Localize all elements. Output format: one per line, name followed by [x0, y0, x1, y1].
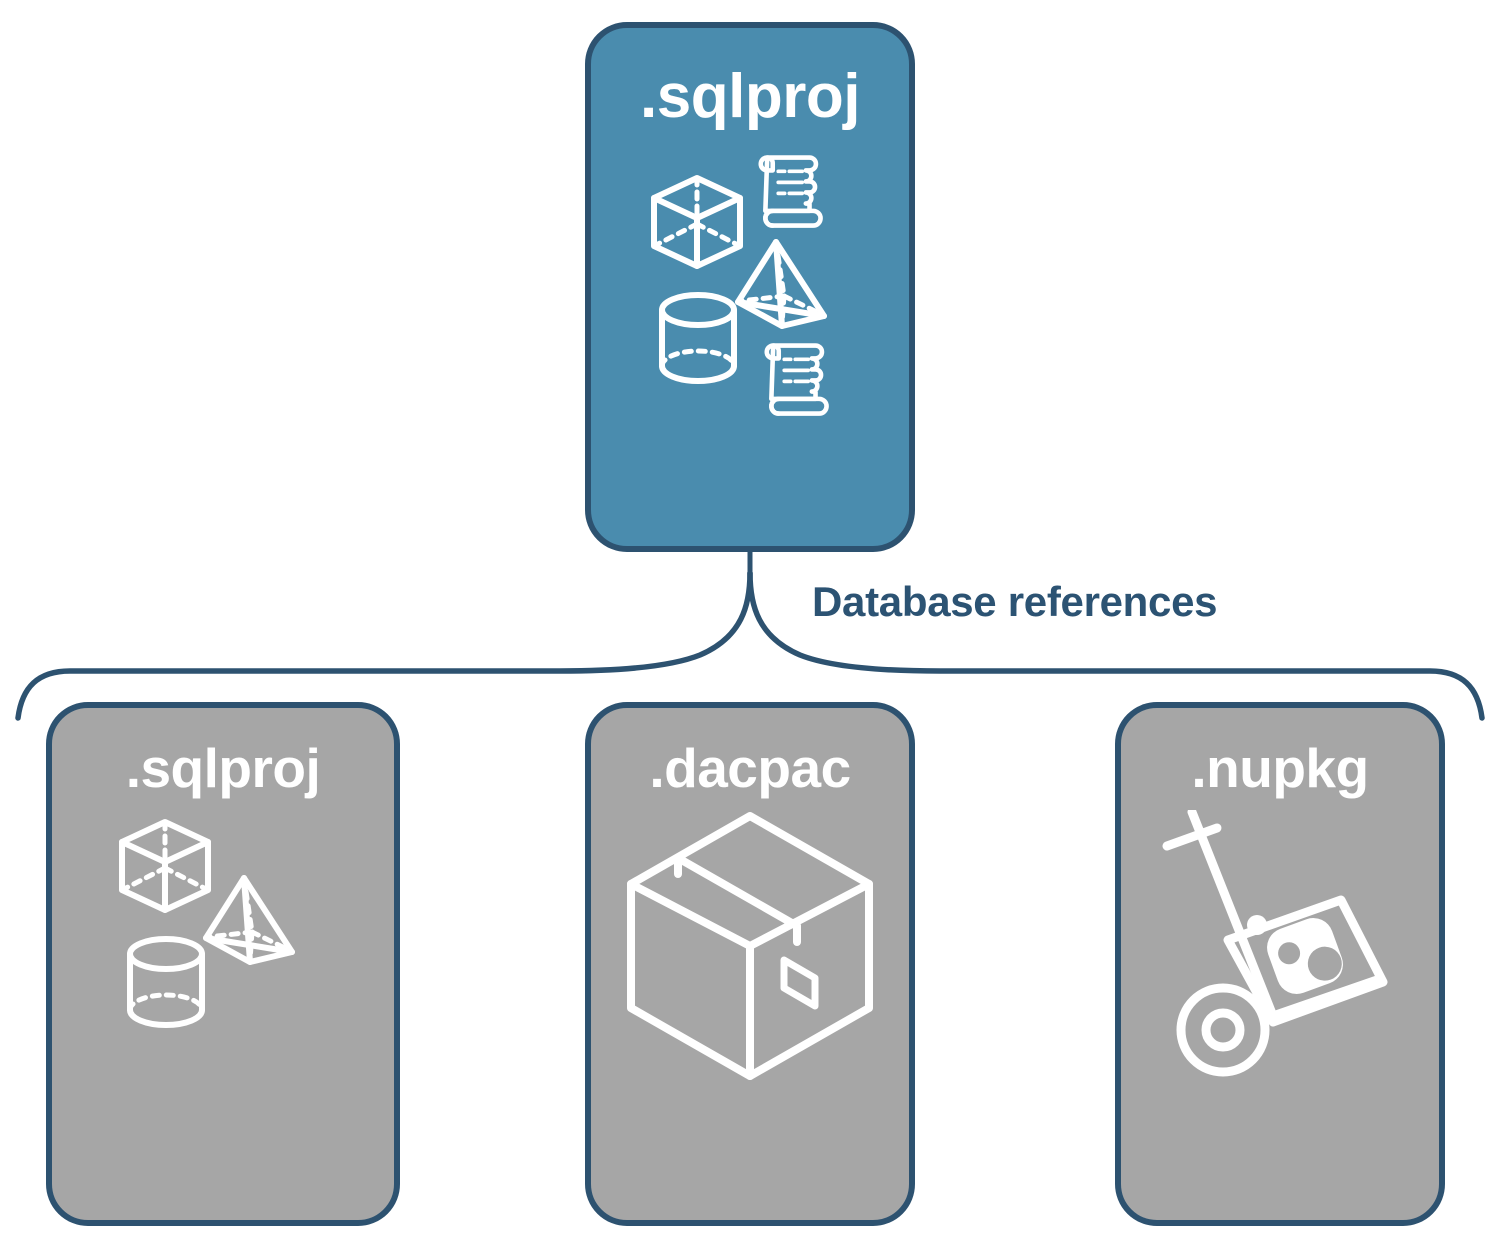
- shipping-box-icon: [627, 812, 873, 1080]
- nuget-package-icon: [1223, 895, 1388, 1027]
- scroll-script-icon: [758, 155, 823, 228]
- nupkg-icon-group: [1162, 810, 1388, 1077]
- scroll-script-icon: [764, 343, 829, 416]
- node-root-sqlproj[interactable]: .sqlproj: [585, 22, 915, 552]
- node-leaf-nupkg[interactable]: .nupkg: [1115, 702, 1445, 1226]
- node-leaf-sqlproj[interactable]: .sqlproj: [46, 702, 400, 1226]
- wheel-icon: [1176, 983, 1270, 1077]
- node-title: .sqlproj: [640, 62, 860, 131]
- node-title: .dacpac: [649, 737, 851, 799]
- root-icon-group: [651, 155, 829, 416]
- cylinder-wireframe-icon: [127, 936, 205, 1028]
- leaf-sqlproj-icon-group: [119, 819, 295, 1028]
- node-leaf-dacpac[interactable]: .dacpac: [585, 702, 915, 1226]
- node-title: .nupkg: [1191, 737, 1369, 799]
- cylinder-wireframe-icon: [659, 292, 737, 384]
- node-title: .sqlproj: [125, 737, 321, 799]
- pyramid-wireframe-icon: [735, 239, 827, 329]
- cube-wireframe-icon: [119, 819, 211, 913]
- connector-label: Database references: [812, 578, 1218, 625]
- cube-wireframe-icon: [651, 175, 743, 269]
- pyramid-wireframe-icon: [203, 875, 295, 965]
